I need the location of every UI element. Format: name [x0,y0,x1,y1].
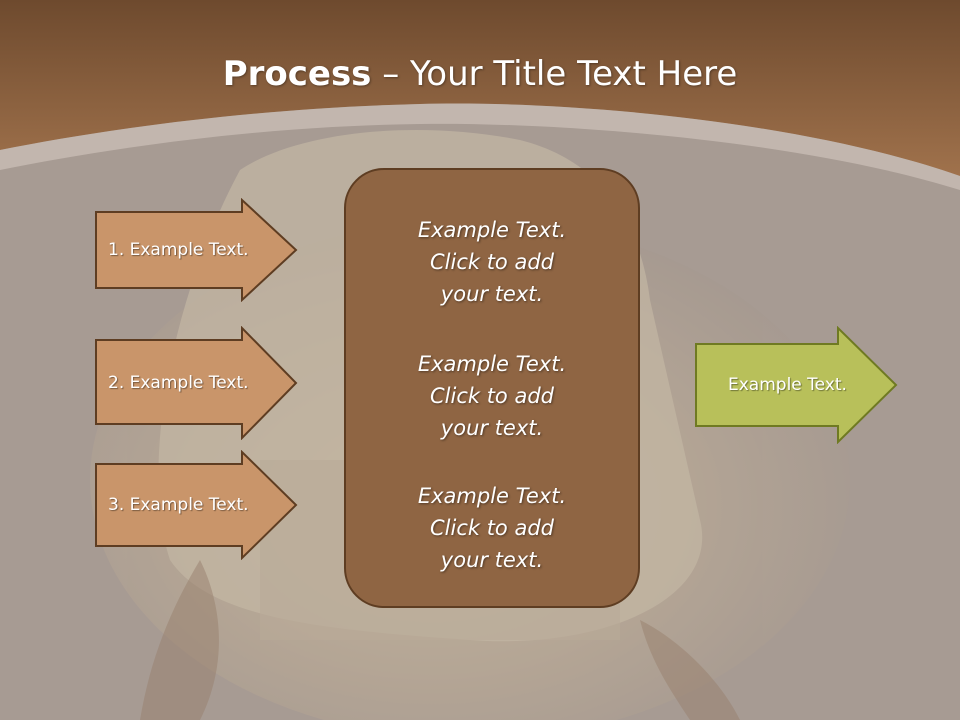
title-bold: Process [222,54,372,94]
process-text-block-1[interactable]: Example Text. Click to add your text. [346,214,638,310]
block-3-line-1: Example Text. [417,484,567,508]
slide-title[interactable]: Process – Your Title Text Here [0,52,960,96]
input-arrow-3[interactable]: 3. Example Text. [94,450,300,560]
input-label-2: 2. Example Text. [108,373,249,393]
block-1-line-3: your text. [440,282,544,306]
input-arrow-2[interactable]: 2. Example Text. [94,326,300,440]
title-rest: – Your Title Text Here [371,54,738,94]
output-label: Example Text. [728,375,847,395]
block-1-line-2: Click to add [429,250,554,274]
block-1-line-1: Example Text. [417,218,567,242]
process-text-block-3[interactable]: Example Text. Click to add your text. [346,480,638,576]
process-text-block-2[interactable]: Example Text. Click to add your text. [346,348,638,444]
input-label-1: 1. Example Text. [108,240,249,260]
block-2-line-2: Click to add [429,384,554,408]
process-box[interactable]: Example Text. Click to add your text. Ex… [344,168,640,608]
input-arrow-1[interactable]: 1. Example Text. [94,198,300,302]
block-3-line-2: Click to add [429,516,554,540]
input-label-3: 3. Example Text. [108,495,249,515]
block-2-line-1: Example Text. [417,352,567,376]
header-band [0,0,960,176]
block-2-line-3: your text. [440,416,544,440]
block-3-line-3: your text. [440,548,544,572]
output-arrow[interactable]: Example Text. [694,326,900,444]
